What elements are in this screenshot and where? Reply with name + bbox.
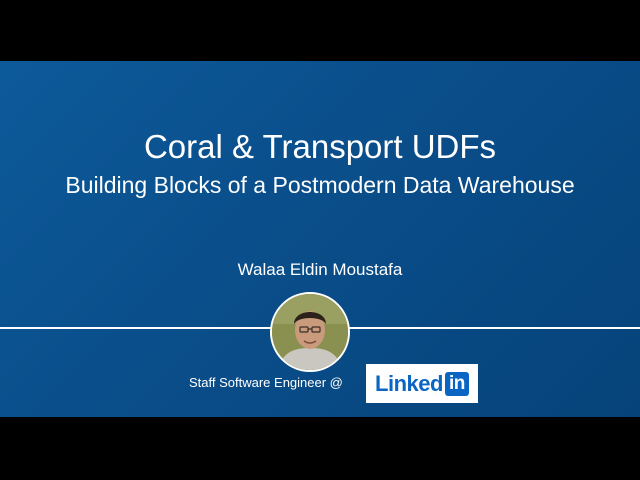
logo-word: Linked xyxy=(375,370,443,396)
slide-title: Coral & Transport UDFs xyxy=(143,128,497,165)
linkedin-logo-icon: Linked in xyxy=(366,364,478,403)
speaker-photo-icon xyxy=(272,294,348,370)
avatar xyxy=(270,292,350,372)
slide-subtitle: Building Blocks of a Postmodern Data War… xyxy=(65,172,575,198)
speaker-name: Walaa Eldin Moustafa xyxy=(237,260,403,279)
speaker-role: Staff Software Engineer @ xyxy=(189,375,343,390)
presentation-slide: Coral & Transport UDFs Building Blocks o… xyxy=(0,61,640,417)
logo-in-badge: in xyxy=(444,371,469,396)
